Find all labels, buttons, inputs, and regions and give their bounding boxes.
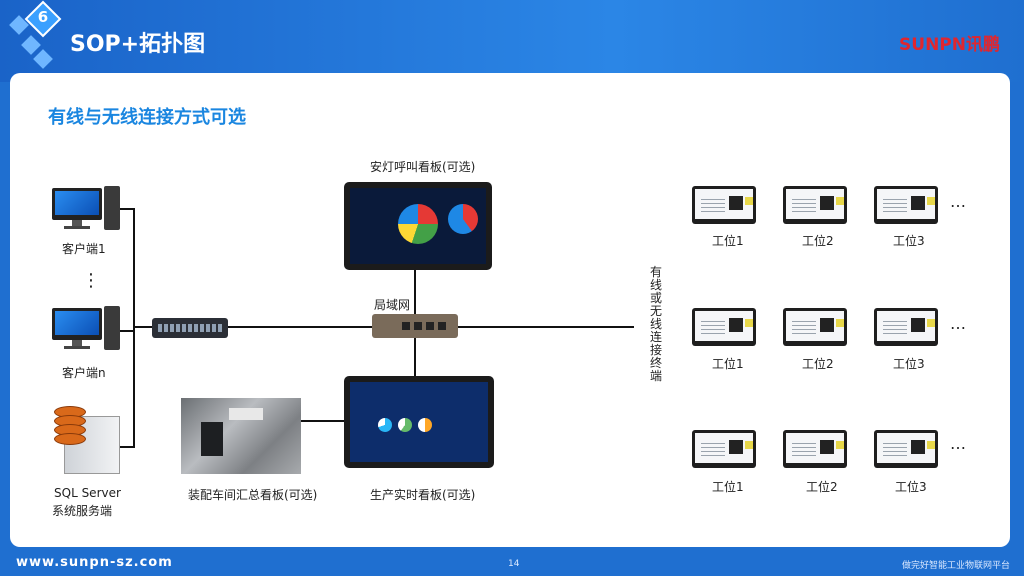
lan-label: 局域网 (374, 298, 411, 312)
vertical-dots: ⋮ (82, 270, 100, 291)
station-label: 工位3 (893, 357, 925, 371)
station-ellipsis: … (950, 314, 966, 333)
clientn-label: 客户端n (62, 366, 106, 380)
section-subtitle: 有线与无线连接方式可选 (48, 107, 246, 128)
section-number: 6 (37, 8, 49, 26)
station-ellipsis: … (950, 434, 966, 453)
station-label: 工位2 (802, 234, 834, 248)
station-label: 工位2 (806, 480, 838, 494)
andon-board-label: 安灯呼叫看板(可选) (370, 160, 476, 174)
lan-router (372, 314, 458, 338)
workshop-board-label: 装配车间汇总看板(可选) (188, 488, 318, 502)
network-switch (152, 318, 228, 338)
page-title: SOP+拓扑图 (70, 32, 206, 57)
server-label-2: 系统服务端 (52, 504, 113, 518)
production-board-display (344, 376, 494, 468)
page-number: 14 (508, 559, 520, 569)
connector-line (133, 208, 135, 448)
station-terminal (692, 430, 756, 468)
production-board-label: 生产实时看板(可选) (370, 488, 476, 502)
gauge-icon (378, 418, 392, 432)
client-computer (52, 186, 122, 232)
client1-label: 客户端1 (62, 242, 106, 256)
andon-board-display (344, 182, 492, 270)
content-card (10, 73, 1010, 547)
gauge-icon (398, 418, 412, 432)
connector-line (134, 326, 152, 328)
station-terminal (783, 430, 847, 468)
station-label: 工位3 (895, 480, 927, 494)
brand-en: SUNPN (899, 35, 966, 55)
station-label: 工位3 (893, 234, 925, 248)
database-icon (54, 406, 86, 445)
station-terminal (783, 186, 847, 224)
station-terminal (692, 308, 756, 346)
connector-line (120, 208, 134, 210)
connector-line (120, 446, 134, 448)
station-label: 工位1 (712, 234, 744, 248)
connector-line (228, 326, 372, 328)
database-server (54, 402, 120, 474)
station-terminal (874, 186, 938, 224)
brand-logo: SUNPN讯鹏 (899, 30, 1000, 55)
footer-url: www.sunpn-sz.com (16, 555, 173, 570)
station-label: 工位1 (712, 480, 744, 494)
connector-line (120, 330, 134, 332)
terminal-note: 有线或无线连接终端 (649, 265, 662, 383)
station-terminal (874, 430, 938, 468)
pie-chart-icon (398, 204, 438, 244)
connector-line (458, 326, 634, 328)
client-computer (52, 306, 122, 352)
connector-line (414, 268, 416, 314)
station-label: 工位2 (802, 357, 834, 371)
connector-line (414, 338, 416, 376)
header-bar (0, 0, 1024, 82)
workshop-board-photo (181, 398, 301, 474)
donut-chart-icon (448, 204, 478, 234)
gauge-icon (418, 418, 432, 432)
connector-line (301, 420, 345, 422)
station-label: 工位1 (712, 357, 744, 371)
footer-slogan: 做完好智能工业物联网平台 (901, 561, 1010, 571)
brand-cn: 讯鹏 (966, 35, 1000, 55)
station-ellipsis: … (950, 192, 966, 211)
station-terminal (692, 186, 756, 224)
station-terminal (874, 308, 938, 346)
station-terminal (783, 308, 847, 346)
server-label-1: SQL Server (54, 486, 121, 500)
